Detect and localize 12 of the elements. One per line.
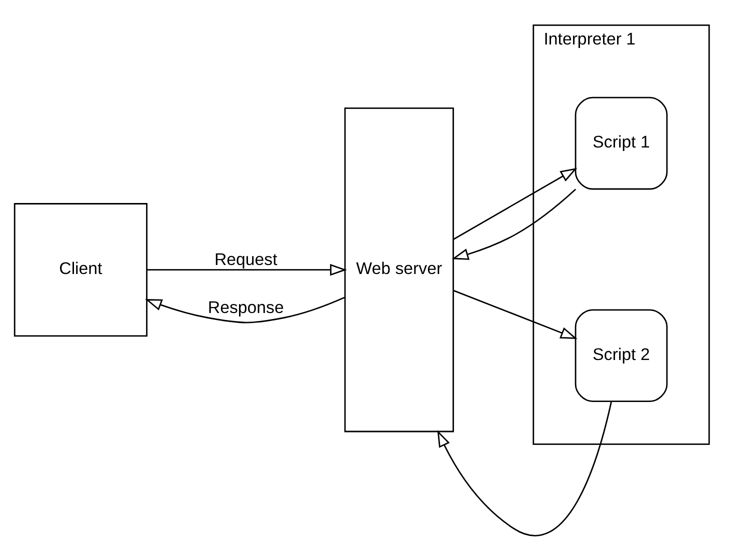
arrow [145, 296, 345, 324]
arrow [437, 401, 612, 536]
arrow [453, 168, 578, 240]
edge-label: Response [208, 298, 284, 317]
arrow [452, 188, 576, 260]
arrow [147, 264, 347, 276]
edge-label: Request [214, 250, 278, 270]
node-box: Script 1 [574, 96, 668, 190]
node-box: Web server [344, 107, 454, 432]
node-box: Client [14, 203, 148, 337]
node-box: Script 2 [574, 309, 668, 402]
arrow [453, 290, 578, 339]
